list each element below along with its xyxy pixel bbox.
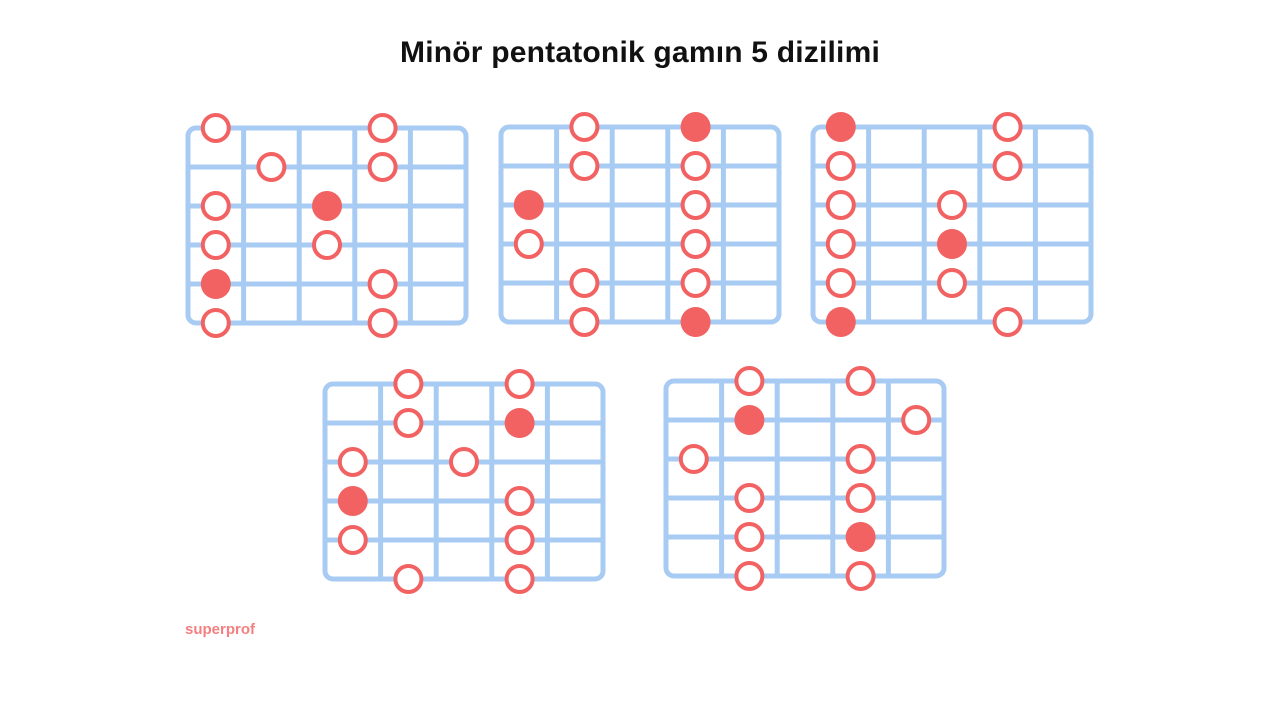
scale-note-dot [845,444,876,474]
scale-note-dot [734,522,765,552]
scale-note-dot [504,564,535,594]
scale-note-dot [569,307,600,337]
brand-logo: superprof [185,621,256,638]
root-note-dot [680,307,711,337]
scale-note-dot [825,190,856,220]
scale-note-dot [200,230,231,260]
root-note-dot [504,408,535,438]
scale-note-dot [449,447,479,477]
scale-note-dot [337,525,368,555]
scale-note-dot [734,483,765,513]
scale-note-dot [845,561,876,591]
scale-note-dot [680,151,711,181]
scale-note-dot [256,152,287,182]
scale-note-dot [845,366,876,396]
scale-note-dot [680,229,711,259]
shape-3 [810,112,1094,337]
scale-note-dot [992,307,1023,337]
scale-note-dot [393,564,424,594]
shape-2 [498,112,782,337]
scale-note-dot [513,229,544,259]
root-note-dot [825,307,856,337]
scale-note-dot [937,268,967,298]
scale-note-dot [393,369,424,399]
scale-note-dot [200,113,231,143]
root-note-dot [825,112,856,142]
scale-note-dot [504,525,535,555]
scale-note-dot [734,561,765,591]
scale-note-dot [937,190,967,220]
scale-note-dot [680,190,711,220]
scale-note-dot [678,444,709,474]
root-note-dot [200,269,231,299]
scale-note-dot [992,151,1023,181]
scale-note-dot [200,191,231,221]
scale-note-dot [367,113,398,143]
scale-note-dot [504,369,535,399]
fretboard-frame [185,125,469,326]
scale-note-dot [569,268,600,298]
scale-note-dot [367,308,398,338]
scale-note-dot [825,268,856,298]
shape-4 [322,369,606,594]
scale-note-dot [200,308,231,338]
fretboard-frame [322,381,606,582]
root-note-dot [312,191,342,221]
scale-note-dot [734,366,765,396]
root-note-dot [513,190,544,220]
scale-note-dot [825,151,856,181]
scale-note-dot [367,269,398,299]
scale-note-dot [569,151,600,181]
fretboard-frame [663,378,947,579]
scale-note-dot [367,152,398,182]
scale-note-dot [992,112,1023,142]
root-note-dot [734,405,765,435]
scale-note-dot [680,268,711,298]
scale-note-dot [569,112,600,142]
scale-note-dot [504,486,535,516]
scale-note-dot [312,230,342,260]
scale-note-dot [901,405,932,435]
scale-note-dot [845,483,876,513]
root-note-dot [680,112,711,142]
scale-note-dot [393,408,424,438]
fretboard-frame [498,124,782,325]
root-note-dot [337,486,368,516]
diagram-title: Minör pentatonik gamın 5 dizilimi [400,36,880,69]
root-note-dot [845,522,876,552]
shape-5 [663,366,947,591]
fretboard-frame [810,124,1094,325]
shape-1 [185,113,469,338]
scale-note-dot [825,229,856,259]
scale-note-dot [337,447,368,477]
root-note-dot [937,229,967,259]
